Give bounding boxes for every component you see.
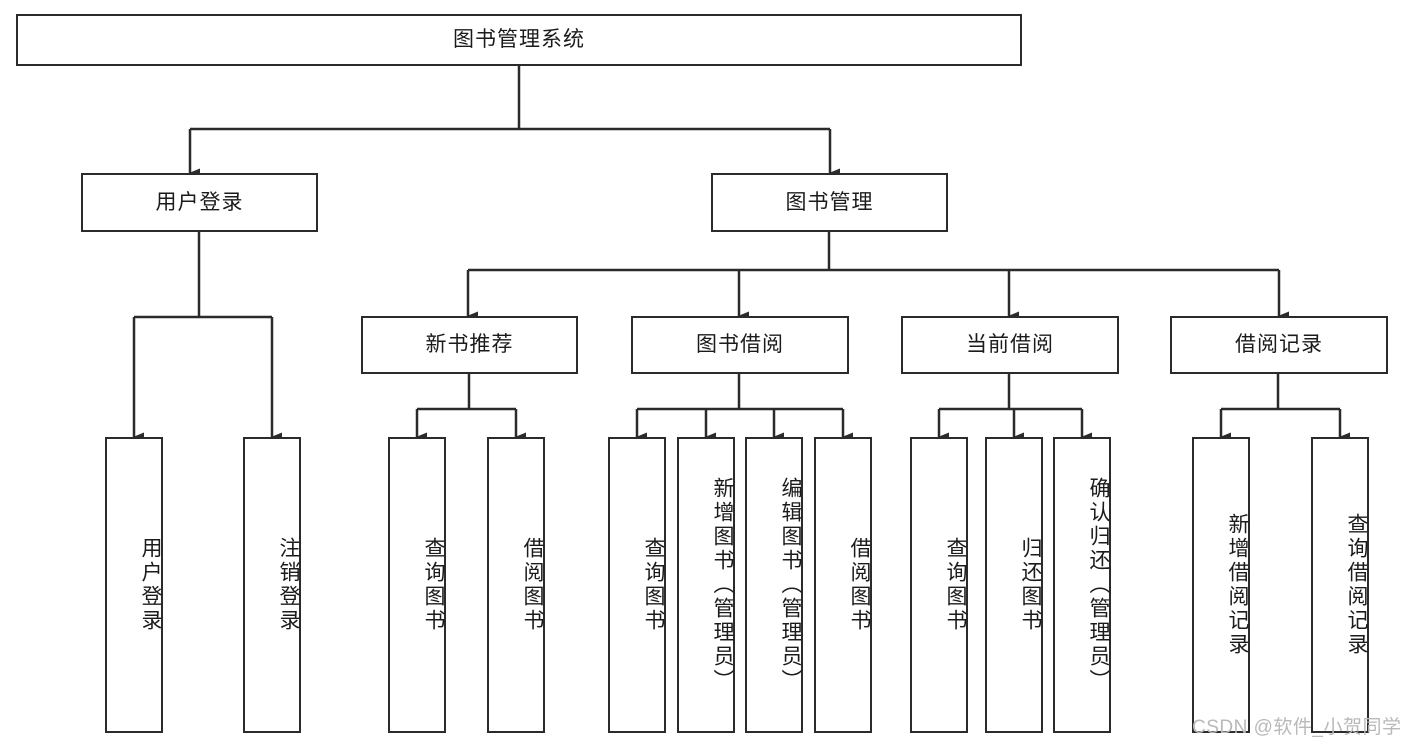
- node-label: 编辑图书（管理员）: [779, 477, 802, 693]
- leaf-node-确认归还管理员-10[interactable]: 确认归还（管理员）: [1053, 437, 1111, 733]
- leaf-node-查询借阅记录-12[interactable]: 查询借阅记录: [1311, 437, 1369, 733]
- node-label: 查询借阅记录: [1345, 513, 1368, 657]
- node-label: 用户登录: [139, 537, 162, 633]
- node-label: 当前借阅: [966, 333, 1054, 357]
- node-label: 查询图书: [642, 537, 665, 633]
- node-label: 新增借阅记录: [1226, 513, 1249, 657]
- level3-node-新书推荐-0[interactable]: 新书推荐: [361, 316, 578, 374]
- leaf-node-用户登录-0[interactable]: 用户登录: [105, 437, 163, 733]
- leaf-node-编辑图书管理员-6[interactable]: 编辑图书（管理员）: [745, 437, 803, 733]
- node-label: 用户登录: [155, 190, 244, 214]
- level3-node-图书借阅-1[interactable]: 图书借阅: [631, 316, 849, 374]
- node-label: 借阅图书: [848, 537, 871, 633]
- leaf-node-借阅图书-3[interactable]: 借阅图书: [487, 437, 545, 733]
- leaf-node-查询图书-8[interactable]: 查询图书: [910, 437, 968, 733]
- root-node-图书管理系统[interactable]: 图书管理系统: [16, 14, 1022, 66]
- node-label: 归还图书: [1019, 537, 1042, 633]
- node-label: 查询图书: [422, 537, 445, 633]
- node-label: 图书管理系统: [453, 28, 585, 52]
- leaf-node-借阅图书-7[interactable]: 借阅图书: [814, 437, 872, 733]
- node-label: 确认归还（管理员）: [1087, 477, 1110, 693]
- node-label: 图书借阅: [696, 333, 784, 357]
- leaf-node-查询图书-4[interactable]: 查询图书: [608, 437, 666, 733]
- leaf-node-查询图书-2[interactable]: 查询图书: [388, 437, 446, 733]
- level2-node-图书管理-1[interactable]: 图书管理: [711, 173, 948, 232]
- connector-lines: [132, 66, 1350, 442]
- leaf-node-新增借阅记录-11[interactable]: 新增借阅记录: [1192, 437, 1250, 733]
- node-label: 查询图书: [944, 537, 967, 633]
- node-label: 新增图书（管理员）: [711, 477, 734, 693]
- leaf-node-新增图书管理员-5[interactable]: 新增图书（管理员）: [677, 437, 735, 733]
- node-label: 借阅记录: [1235, 333, 1323, 357]
- node-label: 注销登录: [277, 537, 300, 633]
- level3-node-当前借阅-2[interactable]: 当前借阅: [901, 316, 1119, 374]
- leaf-node-归还图书-9[interactable]: 归还图书: [985, 437, 1043, 733]
- level2-node-用户登录-0[interactable]: 用户登录: [81, 173, 318, 232]
- node-label: 借阅图书: [521, 537, 544, 633]
- level3-node-借阅记录-3[interactable]: 借阅记录: [1170, 316, 1388, 374]
- node-label: 新书推荐: [425, 333, 514, 357]
- leaf-node-注销登录-1[interactable]: 注销登录: [243, 437, 301, 733]
- node-label: 图书管理: [785, 190, 874, 214]
